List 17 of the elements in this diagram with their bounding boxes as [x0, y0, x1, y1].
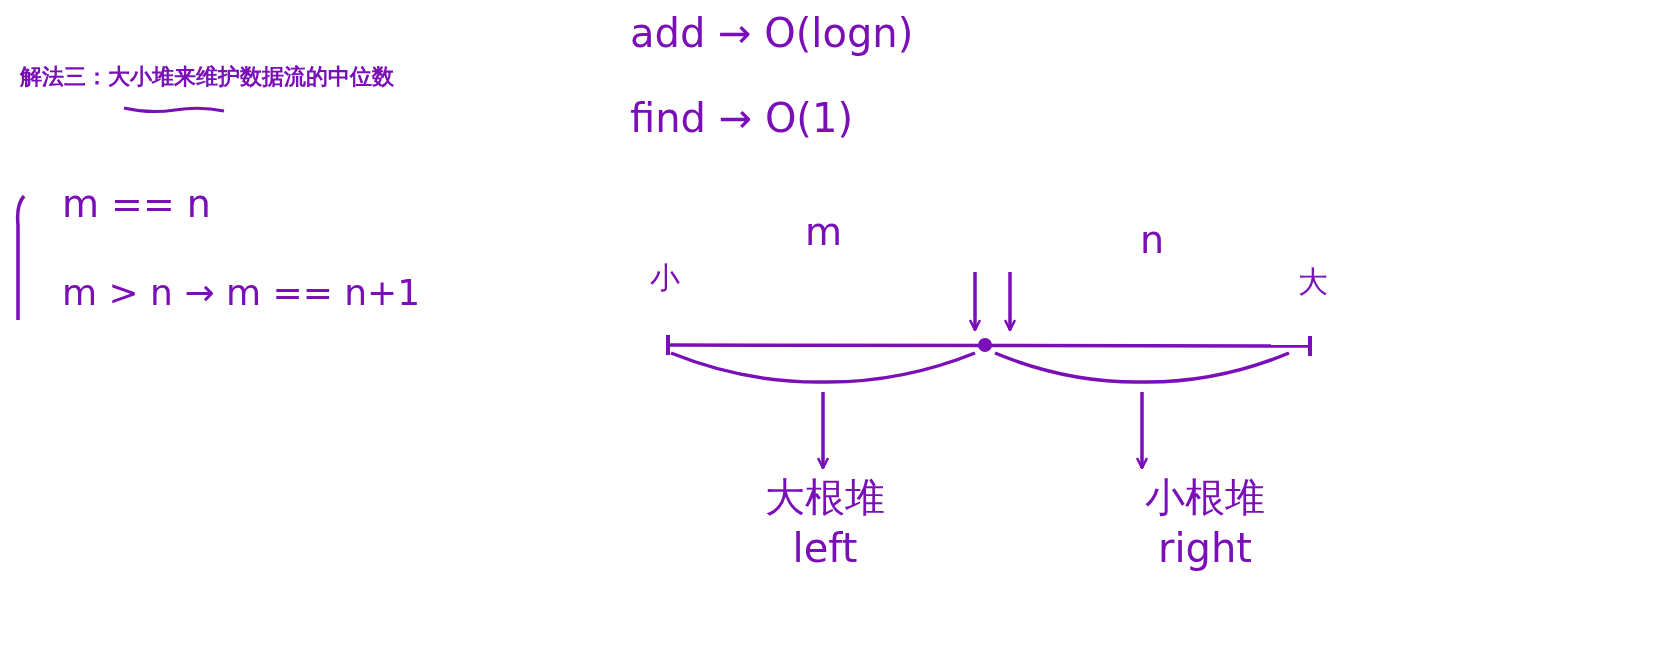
variable-label: 小: [650, 259, 680, 297]
brace: [992, 350, 1292, 386]
side-label: left: [791, 525, 859, 571]
formula-text: m == n: [62, 182, 211, 226]
formula-text: m > n → m == n+1: [62, 272, 421, 313]
heap-label: 大根堆: [764, 473, 886, 522]
variable-label: n: [1140, 218, 1165, 262]
heap-label: 小根堆: [1144, 473, 1266, 522]
arrow: [816, 392, 830, 470]
title: 解法三：大小堆来维护数据流的中位数: [20, 63, 394, 91]
variable-label: m: [805, 210, 843, 254]
side-label: right: [1157, 525, 1253, 571]
formula-text: add → O(logn): [630, 10, 914, 56]
brace: [668, 350, 978, 386]
variable-label: 大: [1298, 263, 1328, 301]
formula-text: find → O(1): [630, 95, 854, 141]
arrow: [1135, 392, 1149, 470]
